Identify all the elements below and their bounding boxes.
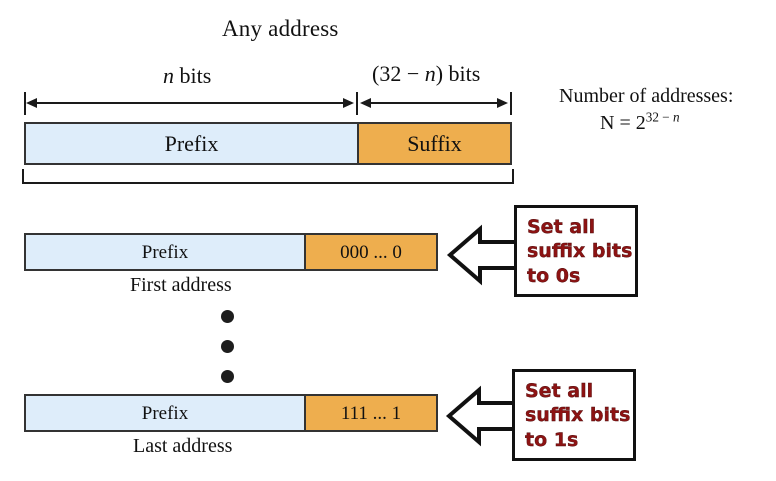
diagram-title: Any address [222, 16, 339, 41]
main-bar-suffix-segment: Suffix [357, 124, 510, 163]
suffix-span-arrow [360, 98, 508, 109]
arrow-shaft [32, 102, 348, 104]
first-address-caption: First address [130, 274, 232, 296]
first-address-prefix-label: Prefix [141, 241, 189, 263]
last-address-callout-text: Set all suffix bits to 1s [525, 380, 631, 451]
first-address-suffix-segment: 000 ... 0 [304, 235, 436, 269]
main-bar-prefix-label: Prefix [164, 130, 219, 156]
suffix-bits-label: (32 − n) bits [372, 61, 481, 86]
first-address-bar: Prefix 000 ... 0 [24, 233, 438, 271]
last-address-prefix-label: Prefix [141, 402, 189, 424]
any-address-bar: Prefix Suffix [24, 122, 512, 165]
ellipsis-dot-icon [221, 370, 234, 383]
last-address-bar: Prefix 111 ... 1 [24, 394, 438, 432]
measure-tick-middle [356, 92, 358, 115]
first-address-suffix-label: 000 ... 0 [340, 241, 402, 263]
arrow-head-left-icon [360, 98, 371, 108]
prefix-bits-label: n bits [163, 63, 212, 88]
last-address-callout-box: Set all suffix bits to 1s [512, 369, 636, 461]
last-address-prefix-segment: Prefix [26, 396, 304, 430]
main-bar-suffix-label: Suffix [407, 130, 462, 156]
arrow-head-right-icon [343, 98, 354, 108]
arrow-shaft [366, 102, 502, 104]
last-address-caption: Last address [133, 435, 233, 457]
first-address-prefix-segment: Prefix [26, 235, 304, 269]
first-address-callout-box: Set all suffix bits to 0s [514, 205, 638, 297]
prefix-span-arrow [26, 98, 354, 109]
last-address-suffix-segment: 111 ... 1 [304, 396, 436, 430]
last-address-suffix-label: 111 ... 1 [340, 402, 402, 424]
main-bar-prefix-segment: Prefix [26, 124, 357, 163]
measure-tick-left [24, 92, 26, 115]
number-of-addresses-formula: N = 232 − n [600, 109, 680, 134]
last-address-callout-arrow-icon [445, 385, 517, 447]
first-address-callout-arrow-icon [446, 224, 518, 286]
ellipsis-dot-icon [221, 310, 234, 323]
measure-tick-right [510, 92, 512, 115]
arrow-head-right-icon [497, 98, 508, 108]
total-span-bracket [22, 169, 514, 184]
first-address-callout-text: Set all suffix bits to 0s [527, 216, 633, 287]
number-of-addresses-label: Number of addresses: [559, 85, 734, 107]
arrow-head-left-icon [26, 98, 37, 108]
ellipsis-dot-icon [221, 340, 234, 353]
vertical-ellipsis [221, 310, 234, 383]
